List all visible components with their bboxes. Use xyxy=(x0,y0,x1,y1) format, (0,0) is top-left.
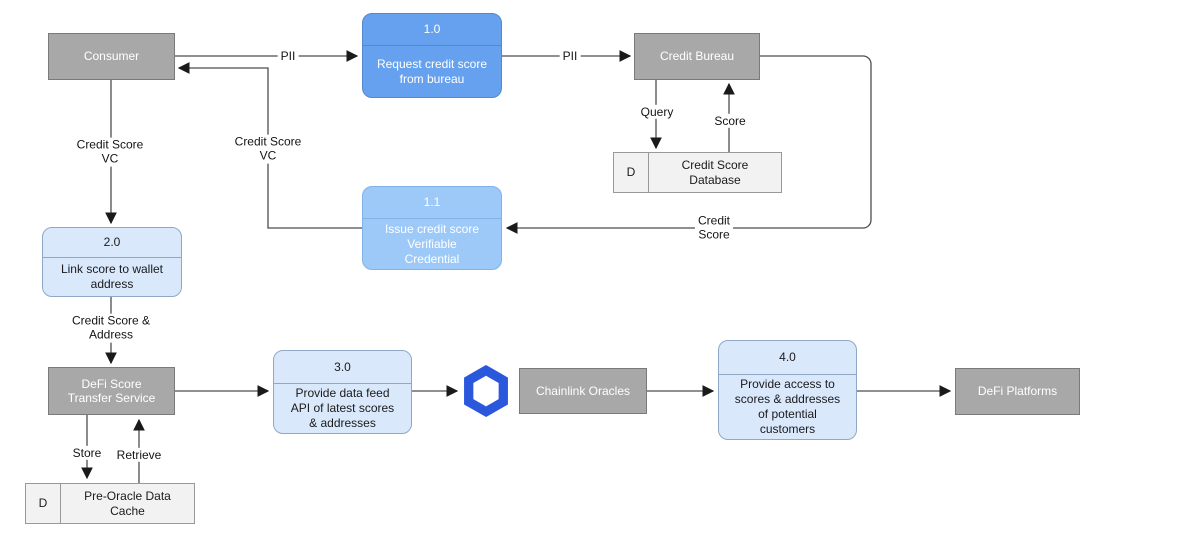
datastore-key: D xyxy=(614,153,649,192)
process-description: Issue credit score Verifiable Credential xyxy=(384,221,480,266)
edge-label-credit-score-vc-left: Credit Score VC xyxy=(73,137,147,167)
edge-label-credit-score-loop: Credit Score xyxy=(694,213,734,243)
datastore-label: Credit Score Database xyxy=(681,157,749,187)
process-number: 2.0 xyxy=(43,228,181,258)
edge-label-pii-2: PII xyxy=(559,48,581,64)
edge-label-retrieve: Retrieve xyxy=(113,447,165,463)
datastore-pre-oracle-data-cache[interactable]: D Pre-Oracle Data Cache xyxy=(25,483,195,524)
process-description: Link score to wallet address xyxy=(60,262,164,291)
process-description: Request credit score from bureau xyxy=(376,56,488,86)
datastore-credit-score-database[interactable]: D Credit Score Database xyxy=(613,152,782,193)
process-number: 1.1 xyxy=(363,187,501,219)
edge-label-score: Score xyxy=(711,113,749,129)
process-3-0-provide-data-feed[interactable]: 3.0 Provide data feed API of latest scor… xyxy=(273,350,412,434)
process-description: Provide data feed API of latest scores &… xyxy=(290,386,395,430)
process-number: 3.0 xyxy=(274,351,411,384)
edge-label-credit-score-and-address: Credit Score & Address xyxy=(68,313,154,343)
datastore-key: D xyxy=(26,484,61,523)
process-number: 4.0 xyxy=(719,341,856,375)
edge-label-store: Store xyxy=(69,445,105,461)
entity-chainlink-oracles[interactable]: Chainlink Oracles xyxy=(519,368,647,414)
chainlink-logo-icon[interactable] xyxy=(462,365,510,417)
process-number: 1.0 xyxy=(363,14,501,46)
process-4-0-provide-access[interactable]: 4.0 Provide access to scores & addresses… xyxy=(718,340,857,440)
edge-label-query: Query xyxy=(637,104,677,120)
edge-bureau-to-process1_1-loop[interactable] xyxy=(505,55,872,234)
process-description: Provide access to scores & addresses of … xyxy=(734,377,841,436)
edge-label-credit-score-vc-right: Credit Score VC xyxy=(231,134,305,164)
process-1-1-issue-credential[interactable]: 1.1 Issue credit score Verifiable Creden… xyxy=(362,186,502,270)
entity-consumer[interactable]: Consumer xyxy=(48,33,175,80)
process-2-0-link-score-to-wallet[interactable]: 2.0 Link score to wallet address xyxy=(42,227,182,297)
entity-defi-score-transfer-service[interactable]: DeFi Score Transfer Service xyxy=(48,367,175,415)
entity-credit-bureau[interactable]: Credit Bureau xyxy=(634,33,760,80)
edge-label-pii-1: PII xyxy=(277,48,299,64)
process-1-0-request-credit-score[interactable]: 1.0 Request credit score from bureau xyxy=(362,13,502,98)
datastore-label: Pre-Oracle Data Cache xyxy=(84,488,171,518)
entity-defi-platforms[interactable]: DeFi Platforms xyxy=(955,368,1080,415)
